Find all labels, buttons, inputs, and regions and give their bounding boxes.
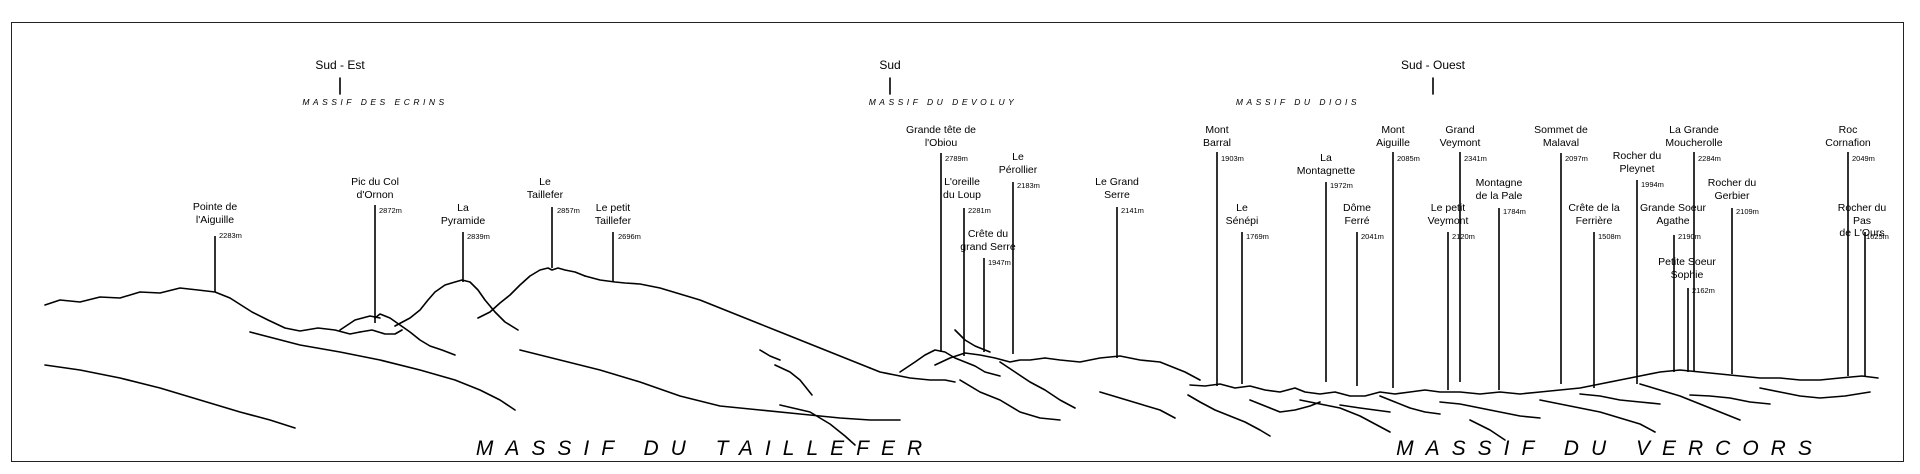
peak-label: Rocher du Pas de L'Ours: [1837, 202, 1887, 239]
peak-altitude: 2049m: [1852, 154, 1875, 163]
peak-label: Grande Soeur Agathe: [1640, 202, 1706, 227]
peak-label: Crête de la Ferrière: [1568, 202, 1620, 227]
direction-label-sud: Sud: [879, 58, 901, 72]
peak-altitude: 2789m: [945, 154, 968, 163]
peak-label: La Grande Moucherolle: [1665, 124, 1723, 149]
peak-altitude: 2872m: [379, 206, 402, 215]
panorama-frame: [11, 22, 1904, 462]
peak-label: Dôme Ferré: [1342, 202, 1372, 227]
peak-label: Pic du Col d'Ornon: [351, 176, 399, 201]
massif-label-taillefer: MASSIF DU TAILLEFER: [475, 437, 935, 460]
peak-label: Le petit Taillefer: [594, 202, 632, 227]
peak-altitude: 2190m: [1678, 232, 1701, 241]
peak-altitude: 1972m: [1330, 181, 1353, 190]
peak-altitude: 1769m: [1246, 232, 1269, 241]
peak-altitude: 2097m: [1565, 154, 1588, 163]
peak-altitude: 2284m: [1698, 154, 1721, 163]
peak-altitude: 2183m: [1017, 181, 1040, 190]
peak-label: Le petit Veymont: [1427, 202, 1469, 227]
peak-label: Grand Veymont: [1439, 124, 1481, 149]
peak-label: Montagne de la Pale: [1475, 177, 1523, 202]
peak-label: Le Grand Serre: [1095, 176, 1139, 201]
peak-altitude: 1903m: [1221, 154, 1244, 163]
massif-label-vercors: MASSIF DU VERCORS: [1396, 437, 1824, 460]
peak-label: Grande tête de l'Obiou: [905, 124, 977, 149]
peak-label: Le Sénépi: [1225, 202, 1259, 227]
peak-altitude: 2341m: [1464, 154, 1487, 163]
peak-label: Crête du grand Serre: [960, 228, 1016, 253]
peak-altitude: 2696m: [618, 232, 641, 241]
peak-label: Pointe de l'Aiguille: [192, 201, 238, 226]
peak-altitude: 1625m: [1866, 232, 1889, 241]
peak-altitude: 1784m: [1503, 207, 1526, 216]
peak-altitude: 2283m: [219, 231, 242, 240]
peak-altitude: 1994m: [1641, 180, 1664, 189]
peak-altitude: 2109m: [1736, 207, 1759, 216]
peak-label: Rocher du Pleynet: [1612, 150, 1662, 175]
massif-label-diois: MASSIF DU DIOIS: [1235, 97, 1361, 107]
peak-altitude: 2857m: [557, 206, 580, 215]
peak-label: La Pyramide: [440, 202, 486, 227]
peak-altitude: 2281m: [968, 206, 991, 215]
peak-label: Le Taillefer: [526, 176, 564, 201]
peak-label: Sommet de Malaval: [1534, 124, 1588, 149]
peak-label: La Montagnette: [1296, 152, 1356, 177]
peak-altitude: 2085m: [1397, 154, 1420, 163]
peak-label: Mont Barral: [1202, 124, 1232, 149]
peak-altitude: 2162m: [1692, 286, 1715, 295]
peak-altitude: 1947m: [988, 258, 1011, 267]
massif-label-ecrins: MASSIF DES ECRINS: [302, 97, 448, 107]
direction-label-sud-ouest: Sud - Ouest: [1400, 58, 1466, 72]
peak-altitude: 2141m: [1121, 206, 1144, 215]
peak-label: Petite Soeur Sophie: [1658, 256, 1716, 281]
peak-altitude: 2041m: [1361, 232, 1384, 241]
peak-label: Mont Aiguille: [1376, 124, 1410, 149]
peak-altitude: 2120m: [1452, 232, 1475, 241]
peak-label: Roc Cornafion: [1825, 124, 1871, 149]
peak-label: L'oreille du Loup: [943, 176, 981, 201]
peak-altitude: 1508m: [1598, 232, 1621, 241]
peak-label: Rocher du Gerbier: [1707, 177, 1757, 202]
direction-label-sud-est: Sud - Est: [315, 58, 365, 72]
peak-altitude: 2839m: [467, 232, 490, 241]
peak-label: Le Pérollier: [998, 151, 1038, 176]
massif-label-devoluy: MASSIF DU DEVOLUY: [868, 97, 1018, 107]
